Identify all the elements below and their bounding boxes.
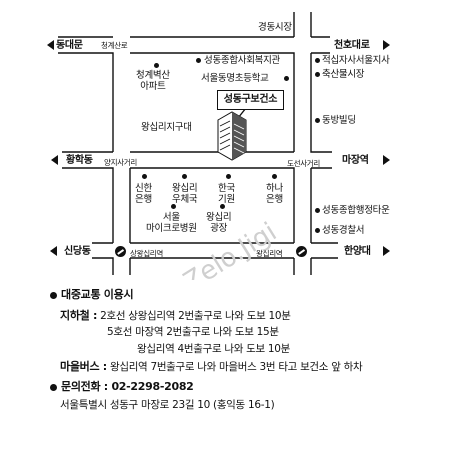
landmark-dot xyxy=(220,204,225,209)
phone-row: 문의전화 : 02-2298-2082 xyxy=(50,378,194,394)
landmark-dot xyxy=(315,118,320,123)
landmark-police-station: 성동경찰서 xyxy=(322,225,365,236)
destination-majang-station: 마장역 xyxy=(342,155,369,166)
landmark-gyeongdong-market: 경동시장 xyxy=(258,22,292,33)
landmark-welfare-center: 성동종합사회복지관 xyxy=(204,55,280,66)
arrow-right-icon xyxy=(383,155,390,165)
landmark-dot xyxy=(284,76,289,81)
landmark-dot xyxy=(315,208,320,213)
landmark-wangsimni-post: 왕십리 우체국 xyxy=(172,183,198,205)
landmark-dot xyxy=(142,174,147,179)
arrow-left-icon xyxy=(50,246,57,256)
landmark-administrative-town: 성동종합행정타운 xyxy=(322,205,390,216)
landmark-dot xyxy=(315,58,320,63)
subway-icon xyxy=(115,246,126,257)
landmark-dot xyxy=(315,72,320,77)
landmark-apartment: 청계벽산 아파트 xyxy=(136,70,170,92)
destination-cheonho-daero: 천호대로 xyxy=(334,40,370,51)
landmark-wangsimni-plaza: 왕십리 광장 xyxy=(206,212,232,234)
road-network: Zelo.Jigi xyxy=(58,12,338,280)
bullet-icon xyxy=(50,383,57,391)
landmark-district: 왕십리지구대 xyxy=(141,122,192,133)
destination-sindang-dong: 신당동 xyxy=(64,246,91,257)
landmark-dot xyxy=(182,174,187,179)
landmark-dot xyxy=(196,58,201,63)
landmark-red-cross: 적십자사서울지사 xyxy=(322,55,390,66)
street-cheonggyesan-ro: 청계산로 xyxy=(101,41,128,50)
bus-line: 마을버스 : 왕십리역 7번출구로 나와 마을버스 3번 타고 보건소 앞 하차 xyxy=(60,360,363,373)
destination-hanyang-univ: 한양대 xyxy=(344,246,371,257)
location-map: Zelo.Jigi 동대문 청계산로 천호대로 경동시장 황학동 양지사거리 마… xyxy=(0,0,450,280)
destination-dongdaemun: 동대문 xyxy=(56,40,83,51)
bullet-icon xyxy=(50,291,57,299)
subway-line-1: 지하철 : 2호선 상왕십리역 2번출구로 나와 도보 10분 xyxy=(60,309,291,322)
street-yangji-intersection: 양지사거리 xyxy=(104,158,137,167)
address: 서울특별시 성동구 마장로 23길 10 (홍익동 16-1) xyxy=(60,399,275,411)
landmark-dot xyxy=(272,174,277,179)
landmark-livestock-market: 축산물시장 xyxy=(322,69,365,80)
landmark-dongbang-building: 동방빌딩 xyxy=(322,115,356,126)
landmark-elementary-school: 서울동명초등학교 xyxy=(201,73,269,84)
destination-hwanghak-dong: 황학동 xyxy=(66,155,93,166)
bus-label: 마을버스 : xyxy=(60,360,107,373)
subway-line-2: 5호선 마장역 2번출구로 나와 도보 15분 xyxy=(107,326,279,338)
transit-section-title: 대중교통 이용시 xyxy=(50,286,134,302)
station-sangwangsimni: 상왕십리역 xyxy=(130,249,163,258)
landmark-micro-hospital: 서울 마이크로병원 xyxy=(146,212,197,234)
phone-number: 02-2298-2082 xyxy=(111,380,194,393)
landmark-dot xyxy=(171,204,176,209)
arrow-right-icon xyxy=(383,246,390,256)
station-wangsimni: 왕십리역 xyxy=(256,249,283,258)
arrow-right-icon xyxy=(383,40,390,50)
landmark-dot xyxy=(226,174,231,179)
subway-icon xyxy=(296,246,307,257)
street-doseonsa-intersection: 도선사거리 xyxy=(287,159,320,168)
arrow-left-icon xyxy=(47,40,54,50)
health-center-building-icon xyxy=(217,111,247,161)
arrow-left-icon xyxy=(51,155,58,165)
landmark-hana-bank: 하나 은행 xyxy=(266,183,283,205)
subway-label: 지하철 : xyxy=(60,309,98,322)
landmark-korea-ginseng: 한국 기원 xyxy=(218,183,235,205)
health-center-label: 성동구보건소 xyxy=(217,90,284,110)
subway-line-3: 왕십리역 4번출구로 나와 도보 10분 xyxy=(137,343,290,355)
landmark-dot xyxy=(154,63,159,68)
landmark-dot xyxy=(315,228,320,233)
landmark-shinhan-bank: 신한 은행 xyxy=(135,183,152,205)
